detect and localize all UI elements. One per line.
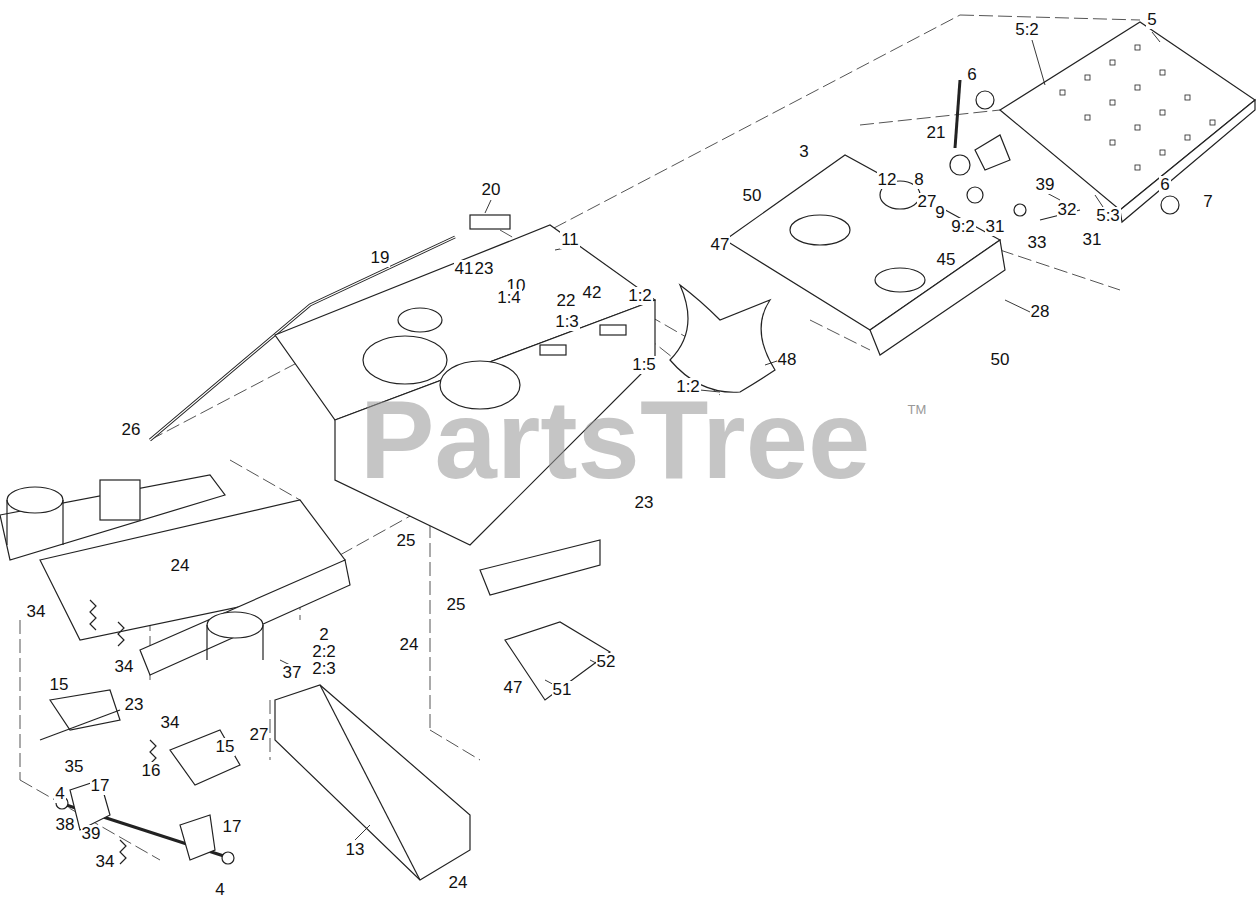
callout-number: 21 <box>926 124 947 142</box>
callout-number: 15 <box>215 738 236 756</box>
callout-number: 16 <box>141 762 162 780</box>
callout-number: 4 <box>214 881 225 899</box>
callout-number: 1:2 <box>627 287 653 305</box>
callout-number: 24 <box>399 636 420 654</box>
watermark: PartsTree <box>360 380 871 500</box>
callout-number: 12 <box>877 171 898 189</box>
callout-number: 47 <box>710 236 731 254</box>
callout-number: 19 <box>370 249 391 267</box>
callout-number: 42 <box>582 284 603 302</box>
callout-number: 48 <box>777 351 798 369</box>
callout-number: 5:3 <box>1095 207 1121 225</box>
callout-number: 24 <box>170 557 191 575</box>
callout-number: 38 <box>55 816 76 834</box>
callout-number: 8 <box>913 171 924 189</box>
callout-number: 17 <box>90 777 111 795</box>
callout-number: 2:2 <box>311 643 337 661</box>
callout-number: 34 <box>114 658 135 676</box>
callout-number: 33 <box>1027 234 1048 252</box>
callout-number: 13 <box>345 841 366 859</box>
callout-number: 31 <box>1082 231 1103 249</box>
callout-number: 31 <box>985 218 1006 236</box>
callout-number: 17 <box>222 818 243 836</box>
callout-number: 2 <box>318 626 329 644</box>
callout-number: 15 <box>49 676 70 694</box>
callout-number: 9:2 <box>950 218 976 236</box>
callout-number: 27 <box>249 726 270 744</box>
callout-number: 22 <box>556 292 577 310</box>
callout-number: 6 <box>1159 176 1170 194</box>
callout-number: 20 <box>481 181 502 199</box>
callout-number: 35 <box>64 758 85 776</box>
callout-number: 5 <box>1146 11 1157 29</box>
callout-number: 34 <box>95 853 116 871</box>
callout-number: 39 <box>81 825 102 843</box>
callout-number: 5:2 <box>1014 21 1040 39</box>
callout-number: 1:3 <box>554 313 580 331</box>
callout-number: 23 <box>124 696 145 714</box>
callout-number: 39 <box>1035 176 1056 194</box>
callout-number: 24 <box>448 874 469 892</box>
callout-number: 41 <box>454 260 475 278</box>
callout-number: 50 <box>742 187 763 205</box>
callout-number: 23 <box>474 260 495 278</box>
callout-number: 11 <box>560 231 580 249</box>
callout-number: 32 <box>1057 201 1078 219</box>
trademark-mark: TM <box>907 401 928 419</box>
callout-number: 34 <box>160 714 181 732</box>
callout-number: 7 <box>1202 193 1213 211</box>
callout-number: 52 <box>596 653 617 671</box>
callout-number: 47 <box>503 679 524 697</box>
callout-number: 51 <box>552 681 573 699</box>
callout-number: 1:5 <box>631 356 657 374</box>
callout-number: 25 <box>446 596 467 614</box>
callout-number: 9 <box>934 204 945 222</box>
callout-number: 25 <box>396 532 417 550</box>
callout-number: 34 <box>26 603 47 621</box>
callout-number: 50 <box>990 351 1011 369</box>
callout-number: 3 <box>798 143 809 161</box>
callout-number: 28 <box>1030 303 1051 321</box>
callout-number: 37 <box>282 664 303 682</box>
callout-number: 2:3 <box>311 660 337 678</box>
callout-number: 1:4 <box>496 289 522 307</box>
callout-number: 26 <box>121 421 142 439</box>
callout-number: 45 <box>936 251 957 269</box>
callout-number: 4 <box>54 785 65 803</box>
callout-number: 6 <box>966 66 977 84</box>
